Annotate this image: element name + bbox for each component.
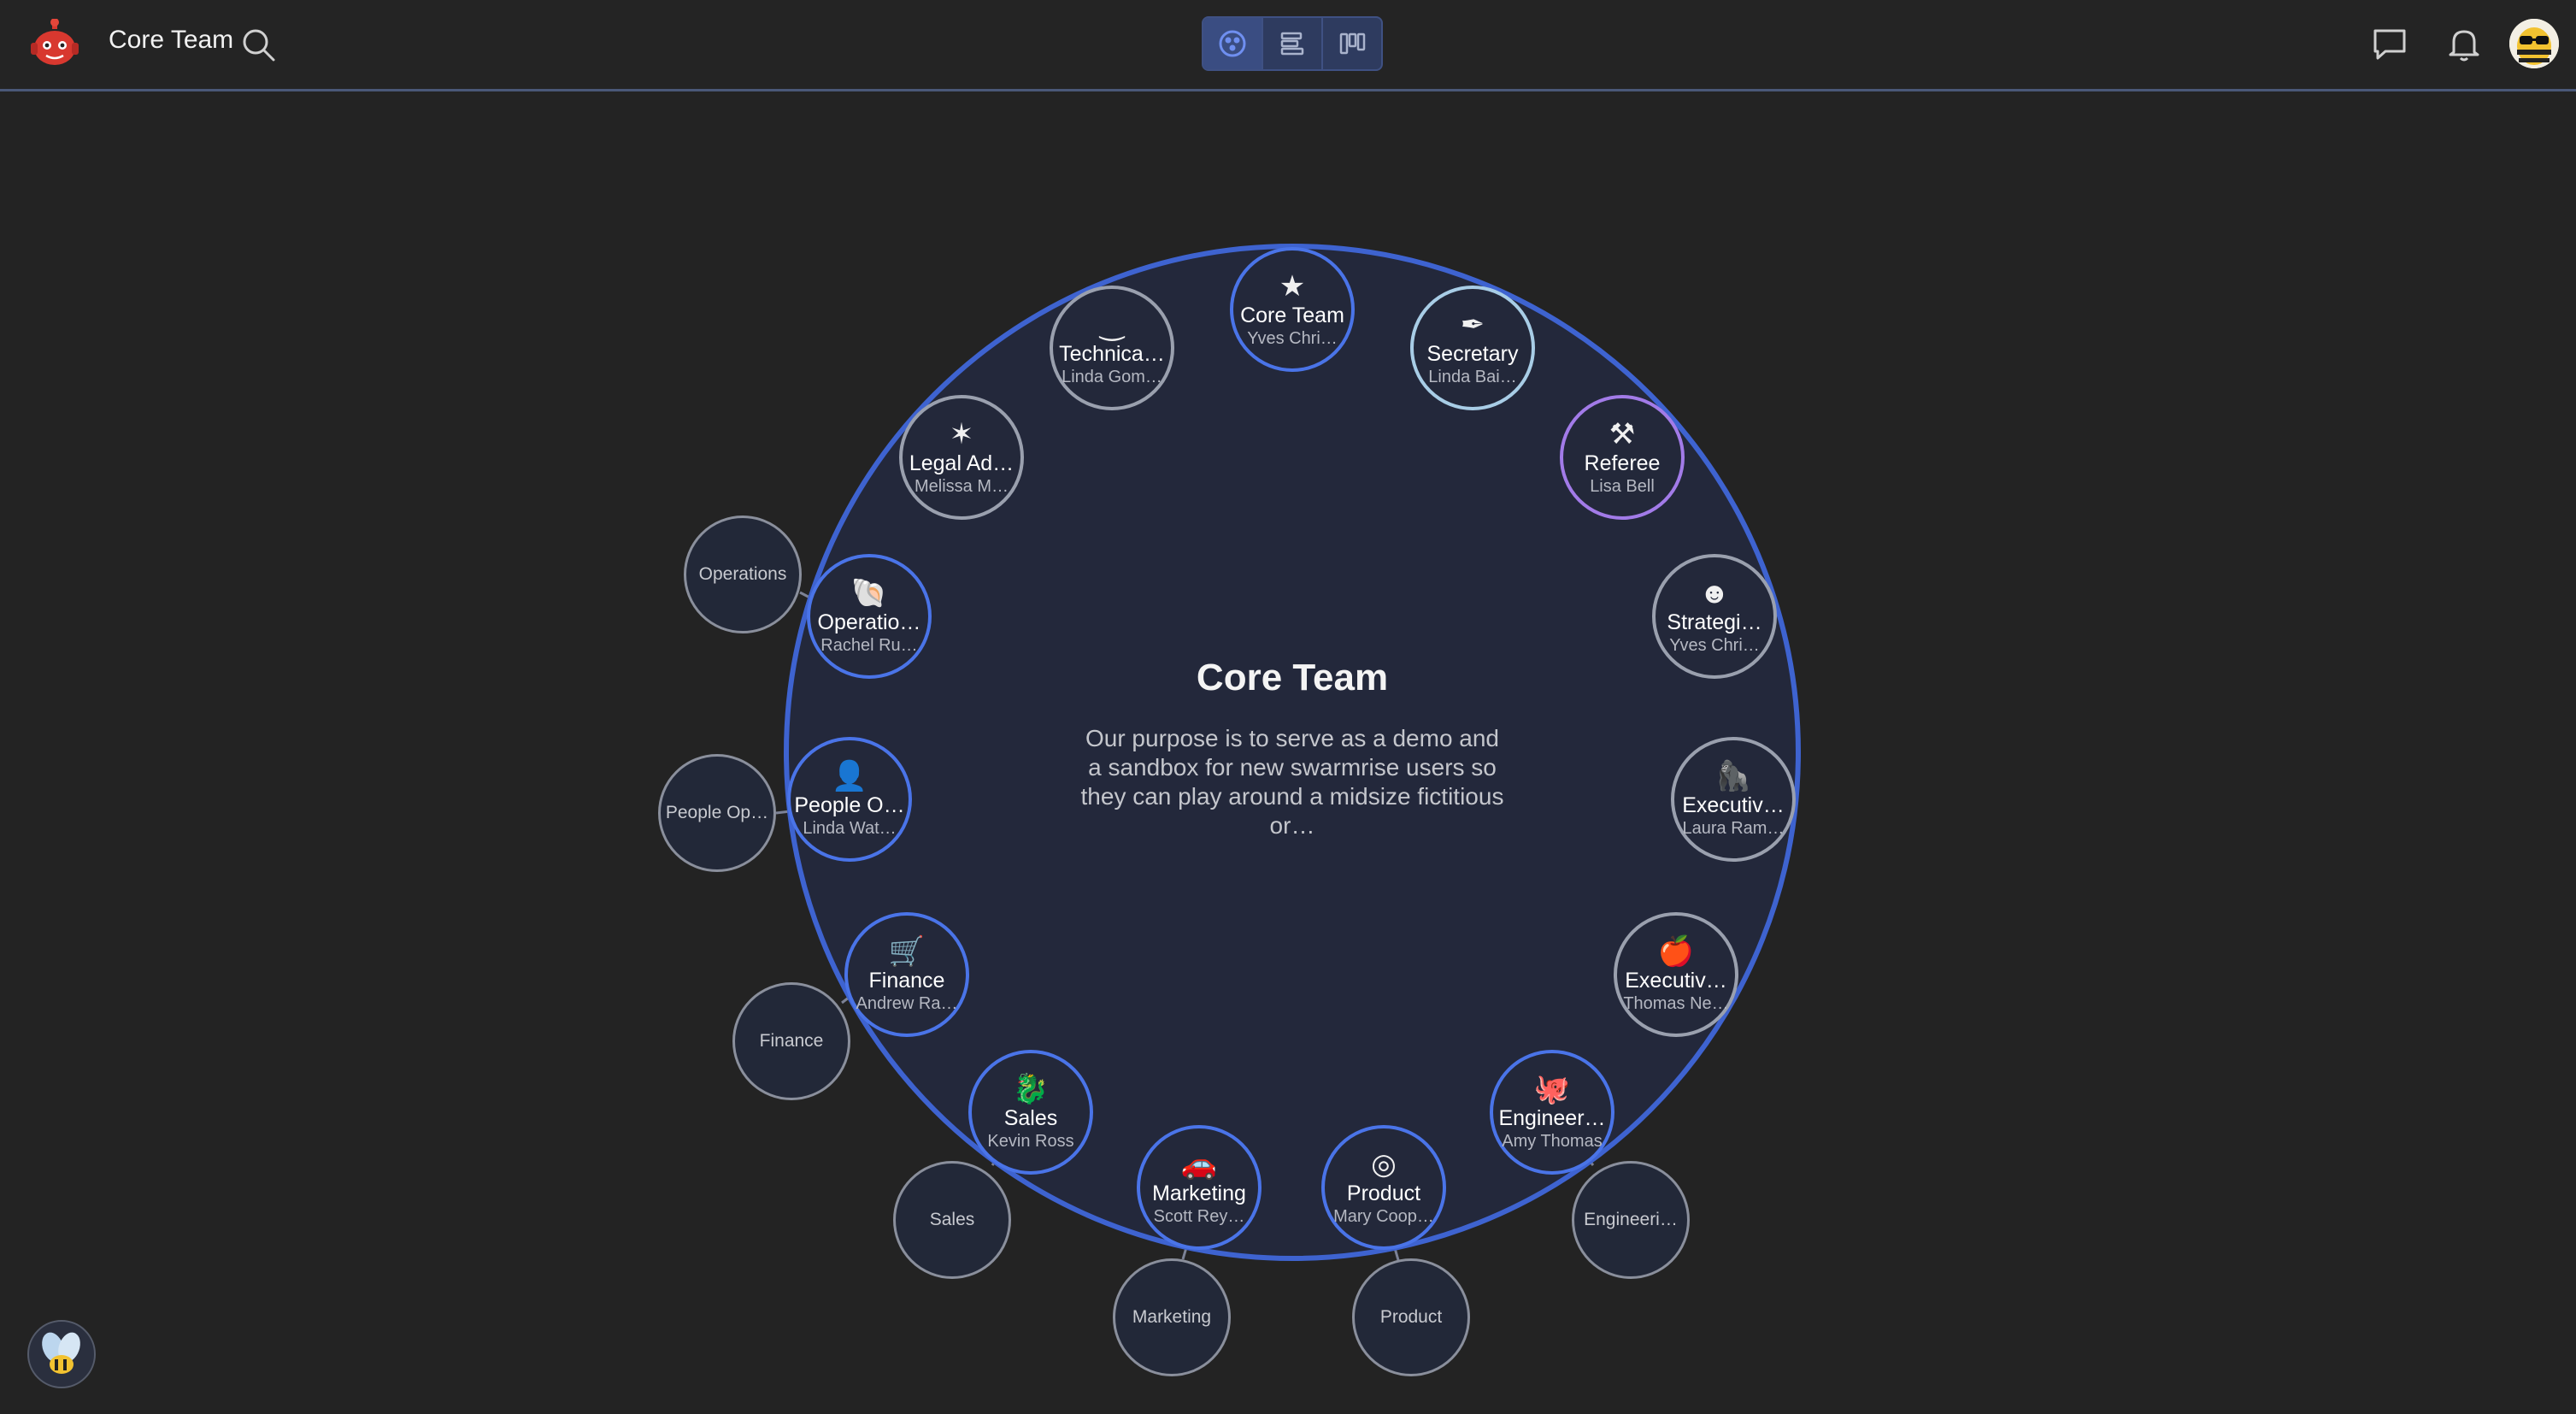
assistant-bee-button[interactable]	[27, 1320, 96, 1388]
star-icon: ★	[1279, 270, 1306, 303]
role-name: Technica…	[1059, 342, 1165, 366]
role-name: Finance	[868, 969, 945, 993]
role-name: Core Team	[1240, 303, 1344, 327]
role-lead: Linda Bai…	[1428, 368, 1517, 386]
board-view-button[interactable]	[1323, 18, 1381, 69]
role-lead: Lisa Bell	[1590, 477, 1655, 496]
search-icon[interactable]	[239, 26, 277, 63]
role-lead: Andrew Ra…	[856, 994, 958, 1013]
sub-circle-people-operations[interactable]: People Op…	[658, 754, 776, 872]
role-name: Referee	[1584, 451, 1661, 475]
apple-icon: 🍎	[1657, 935, 1695, 968]
role-node-executive-2[interactable]: 🍎 Executiv… Thomas Ne…	[1614, 912, 1738, 1037]
quill-icon: ✒	[1460, 309, 1485, 341]
role-node-people-operations[interactable]: 👤 People O… Linda Wat…	[787, 737, 912, 862]
role-lead: Thomas Ne…	[1623, 994, 1729, 1013]
role-lead: Kevin Ross	[987, 1132, 1074, 1151]
smile-curve-icon: ‿	[1100, 309, 1124, 341]
smiley-icon: ☻	[1699, 577, 1730, 610]
role-node-core-team[interactable]: ★ Core Team Yves Chri…	[1230, 247, 1355, 372]
list-view-button[interactable]	[1263, 18, 1323, 69]
bell-icon[interactable]	[2444, 24, 2484, 63]
chat-icon[interactable]	[2370, 24, 2409, 63]
role-lead: Mary Coop…	[1333, 1207, 1434, 1226]
role-node-technical[interactable]: ‿ Technica… Linda Gom…	[1050, 286, 1174, 410]
role-name: People O…	[794, 793, 905, 817]
role-name: Legal Ad…	[909, 451, 1015, 475]
role-node-executive-1[interactable]: 🦍 Executiv… Laura Ram…	[1671, 737, 1796, 862]
role-name: Engineer…	[1498, 1106, 1606, 1130]
role-node-product[interactable]: ◎ Product Mary Coop…	[1321, 1125, 1446, 1250]
bee-icon	[42, 1332, 80, 1374]
starfish-icon: ✶	[949, 418, 974, 451]
gavel-icon: ⚒	[1609, 418, 1636, 451]
role-node-sales[interactable]: 🐉 Sales Kevin Ross	[968, 1050, 1093, 1175]
car-icon: 🚗	[1180, 1148, 1218, 1181]
role-lead: Scott Rey…	[1153, 1207, 1245, 1226]
shell-icon: 🐚	[850, 577, 888, 610]
top-bar: Core Team	[0, 0, 2576, 91]
sub-circle-marketing[interactable]: Marketing	[1113, 1258, 1231, 1376]
circles-view-button[interactable]	[1203, 18, 1263, 69]
sub-circle-engineering[interactable]: Engineeri…	[1572, 1161, 1690, 1279]
role-node-operations[interactable]: 🐚 Operatio… Rachel Ru…	[807, 554, 932, 679]
page-title: Core Team	[109, 26, 234, 54]
role-node-engineering[interactable]: 🐙 Engineer… Amy Thomas	[1490, 1050, 1614, 1175]
role-node-marketing[interactable]: 🚗 Marketing Scott Rey…	[1137, 1125, 1262, 1250]
octopus-icon: 🐙	[1533, 1073, 1571, 1105]
role-node-referee[interactable]: ⚒ Referee Lisa Bell	[1560, 395, 1685, 520]
sub-circle-finance[interactable]: Finance	[732, 982, 850, 1100]
role-lead: Yves Chri…	[1247, 329, 1338, 348]
coin-icon: ◎	[1371, 1148, 1397, 1181]
role-name: Sales	[1003, 1106, 1058, 1130]
list-view-icon	[1280, 32, 1304, 56]
circles-view-icon	[1219, 30, 1246, 57]
role-lead: Linda Gom…	[1062, 368, 1162, 386]
role-lead: Laura Ram…	[1682, 819, 1785, 838]
role-node-legal-advisor[interactable]: ✶ Legal Ad… Melissa M…	[899, 395, 1024, 520]
kanban-view-icon	[1339, 32, 1366, 55]
sub-circle-product[interactable]: Product	[1352, 1258, 1470, 1376]
role-name: Executiv…	[1682, 793, 1785, 817]
role-node-finance[interactable]: 🛒 Finance Andrew Ra…	[844, 912, 969, 1037]
view-switcher	[1202, 16, 1383, 71]
role-name: Marketing	[1152, 1181, 1246, 1205]
role-node-secretary[interactable]: ✒ Secretary Linda Bai…	[1410, 286, 1535, 410]
role-node-strategic[interactable]: ☻ Strategi… Yves Chri…	[1652, 554, 1777, 679]
circle-title: Core Team	[1196, 657, 1389, 698]
role-name: Secretary	[1426, 342, 1519, 366]
sub-circle-sales[interactable]: Sales	[893, 1161, 1011, 1279]
role-lead: Amy Thomas	[1502, 1132, 1603, 1151]
gorilla-icon: 🦍	[1714, 760, 1752, 792]
role-lead: Melissa M…	[914, 477, 1009, 496]
bee-avatar-icon	[2509, 19, 2559, 68]
sub-circle-operations[interactable]: Operations	[684, 516, 802, 633]
role-name: Operatio…	[817, 610, 921, 634]
core-team-main-circle[interactable]	[784, 244, 1801, 1261]
role-lead: Linda Wat…	[803, 819, 897, 838]
role-name: Strategi…	[1667, 610, 1762, 634]
user-avatar[interactable]	[2509, 19, 2559, 68]
role-lead: Rachel Ru…	[820, 636, 918, 655]
role-name: Product	[1346, 1181, 1421, 1205]
role-name: Executiv…	[1625, 969, 1727, 993]
circle-purpose: Our purpose is to serve as a demo and a …	[1080, 725, 1504, 839]
stroller-icon: 🛒	[888, 935, 926, 968]
role-lead: Yves Chri…	[1669, 636, 1760, 655]
person-icon: 👤	[831, 760, 868, 792]
robot-logo-icon[interactable]	[29, 19, 80, 68]
dragon-icon: 🐉	[1012, 1073, 1050, 1105]
